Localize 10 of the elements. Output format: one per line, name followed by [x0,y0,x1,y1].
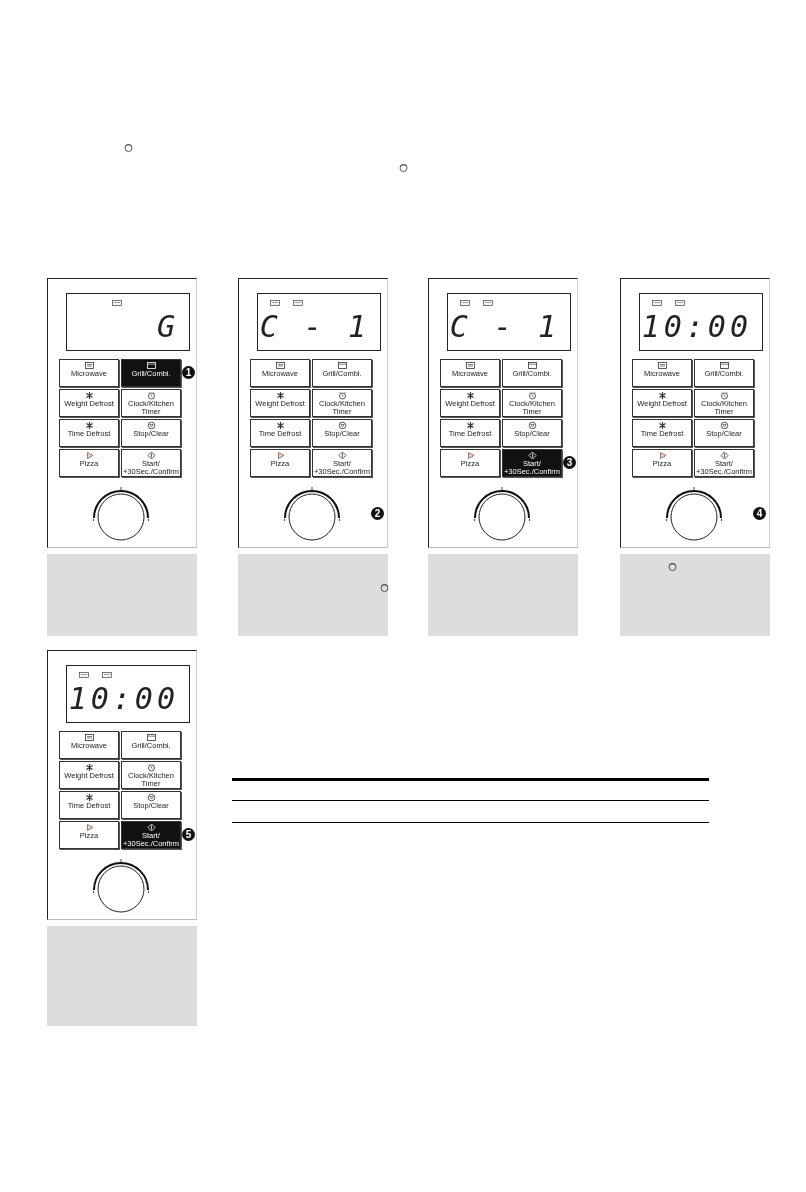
callout-number: 2 [371,507,384,520]
display-readout: C - 1 [259,310,370,344]
display-readout: G [156,310,179,344]
display-readout: 10:00 [68,682,179,716]
callout-number: 4 [753,507,766,520]
display-readout: C - 1 [449,310,560,344]
display-readout: 10:00 [641,310,752,344]
callout-number: 3 [563,456,576,469]
callout-number: 1 [182,366,195,379]
callout-number: 5 [182,828,195,841]
